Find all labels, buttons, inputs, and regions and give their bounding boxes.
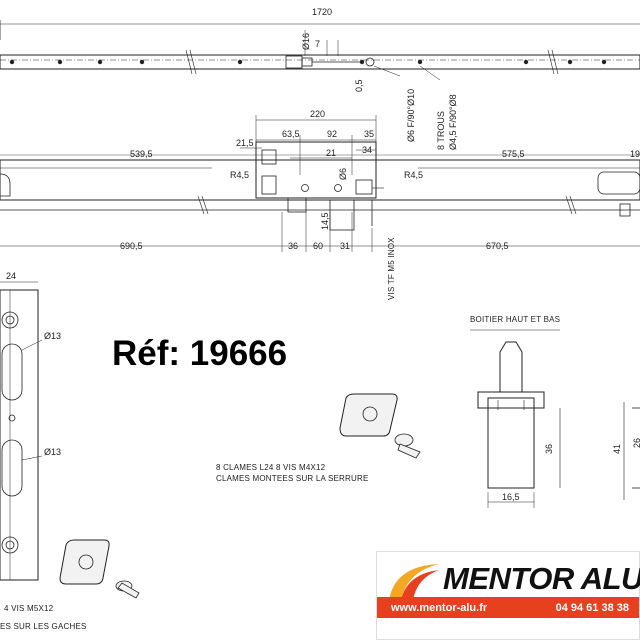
mentor-alu-logo: MENTOR ALU www.mentor-alu.fr 04 94 61 38… (376, 551, 640, 640)
dim-575-5: 575,5 (502, 149, 525, 159)
dim-21-5: 21,5 (236, 138, 254, 148)
dim-24: 24 (6, 271, 16, 281)
dim-r4-5-left: R4,5 (230, 170, 249, 180)
note-gaches-line1: 4 VIS M5X12 (4, 604, 54, 613)
dim-d16: Ø16 (301, 33, 311, 50)
dim-16-5: 16,5 (502, 492, 520, 502)
dim-holes8-spec: Ø4,5 F/90°Ø8 (448, 94, 458, 150)
dim-26-cut: 26 (632, 438, 640, 448)
logo-phone: 04 94 61 38 38 (555, 601, 629, 614)
note-gaches-line2: ES SUR LES GACHES (0, 622, 87, 631)
dim-34: 34 (362, 145, 372, 155)
dim-19-cut: 19 (630, 149, 640, 159)
dim-21: 21 (326, 148, 336, 158)
dim-31: 31 (340, 241, 350, 251)
dim-670-5: 670,5 (486, 241, 509, 251)
dim-690-5: 690,5 (120, 241, 143, 251)
dim-holes8: 8 TROUS (436, 111, 446, 150)
screw-label: VIS TF M5 INOX (387, 237, 396, 300)
logo-swoosh-icon (389, 564, 439, 600)
dim-r4-5-right: R4,5 (404, 170, 423, 180)
dim-d13-top: Ø13 (44, 331, 61, 341)
dim-35: 35 (364, 129, 374, 139)
logo-name: MENTOR ALU (443, 561, 640, 596)
dim-60: 60 (313, 241, 323, 251)
dim-d6-holes: Ø6 F/90°Ø10 (406, 89, 416, 142)
dim-220: 220 (310, 109, 325, 119)
reference-number: Réf: 19666 (112, 334, 288, 373)
dim-539-5: 539,5 (130, 149, 153, 159)
dim-d6-small: Ø6 (338, 168, 348, 180)
dim-36: 36 (288, 241, 298, 251)
note-clames-line2: CLAMES MONTEES SUR LA SERRURE (216, 474, 369, 483)
dim-92: 92 (327, 129, 337, 139)
dim-36-boitier: 36 (544, 444, 554, 454)
note-clames-line1: 8 CLAMES L24 8 VIS M4X12 (216, 463, 326, 472)
dim-0-5: 0,5 (354, 79, 364, 92)
dim-7: 7 (315, 39, 320, 49)
dim-63-5: 63,5 (282, 129, 300, 139)
note-boitier: BOITIER HAUT ET BAS (470, 315, 560, 324)
dim-41: 41 (612, 444, 622, 454)
dim-14-5: 14,5 (320, 212, 330, 230)
dim-d13-bottom: Ø13 (44, 447, 61, 457)
dim-total-length: 1720 (312, 7, 332, 17)
logo-url: www.mentor-alu.fr (391, 601, 488, 614)
logo-contact-bar: www.mentor-alu.fr 04 94 61 38 38 (377, 597, 639, 618)
